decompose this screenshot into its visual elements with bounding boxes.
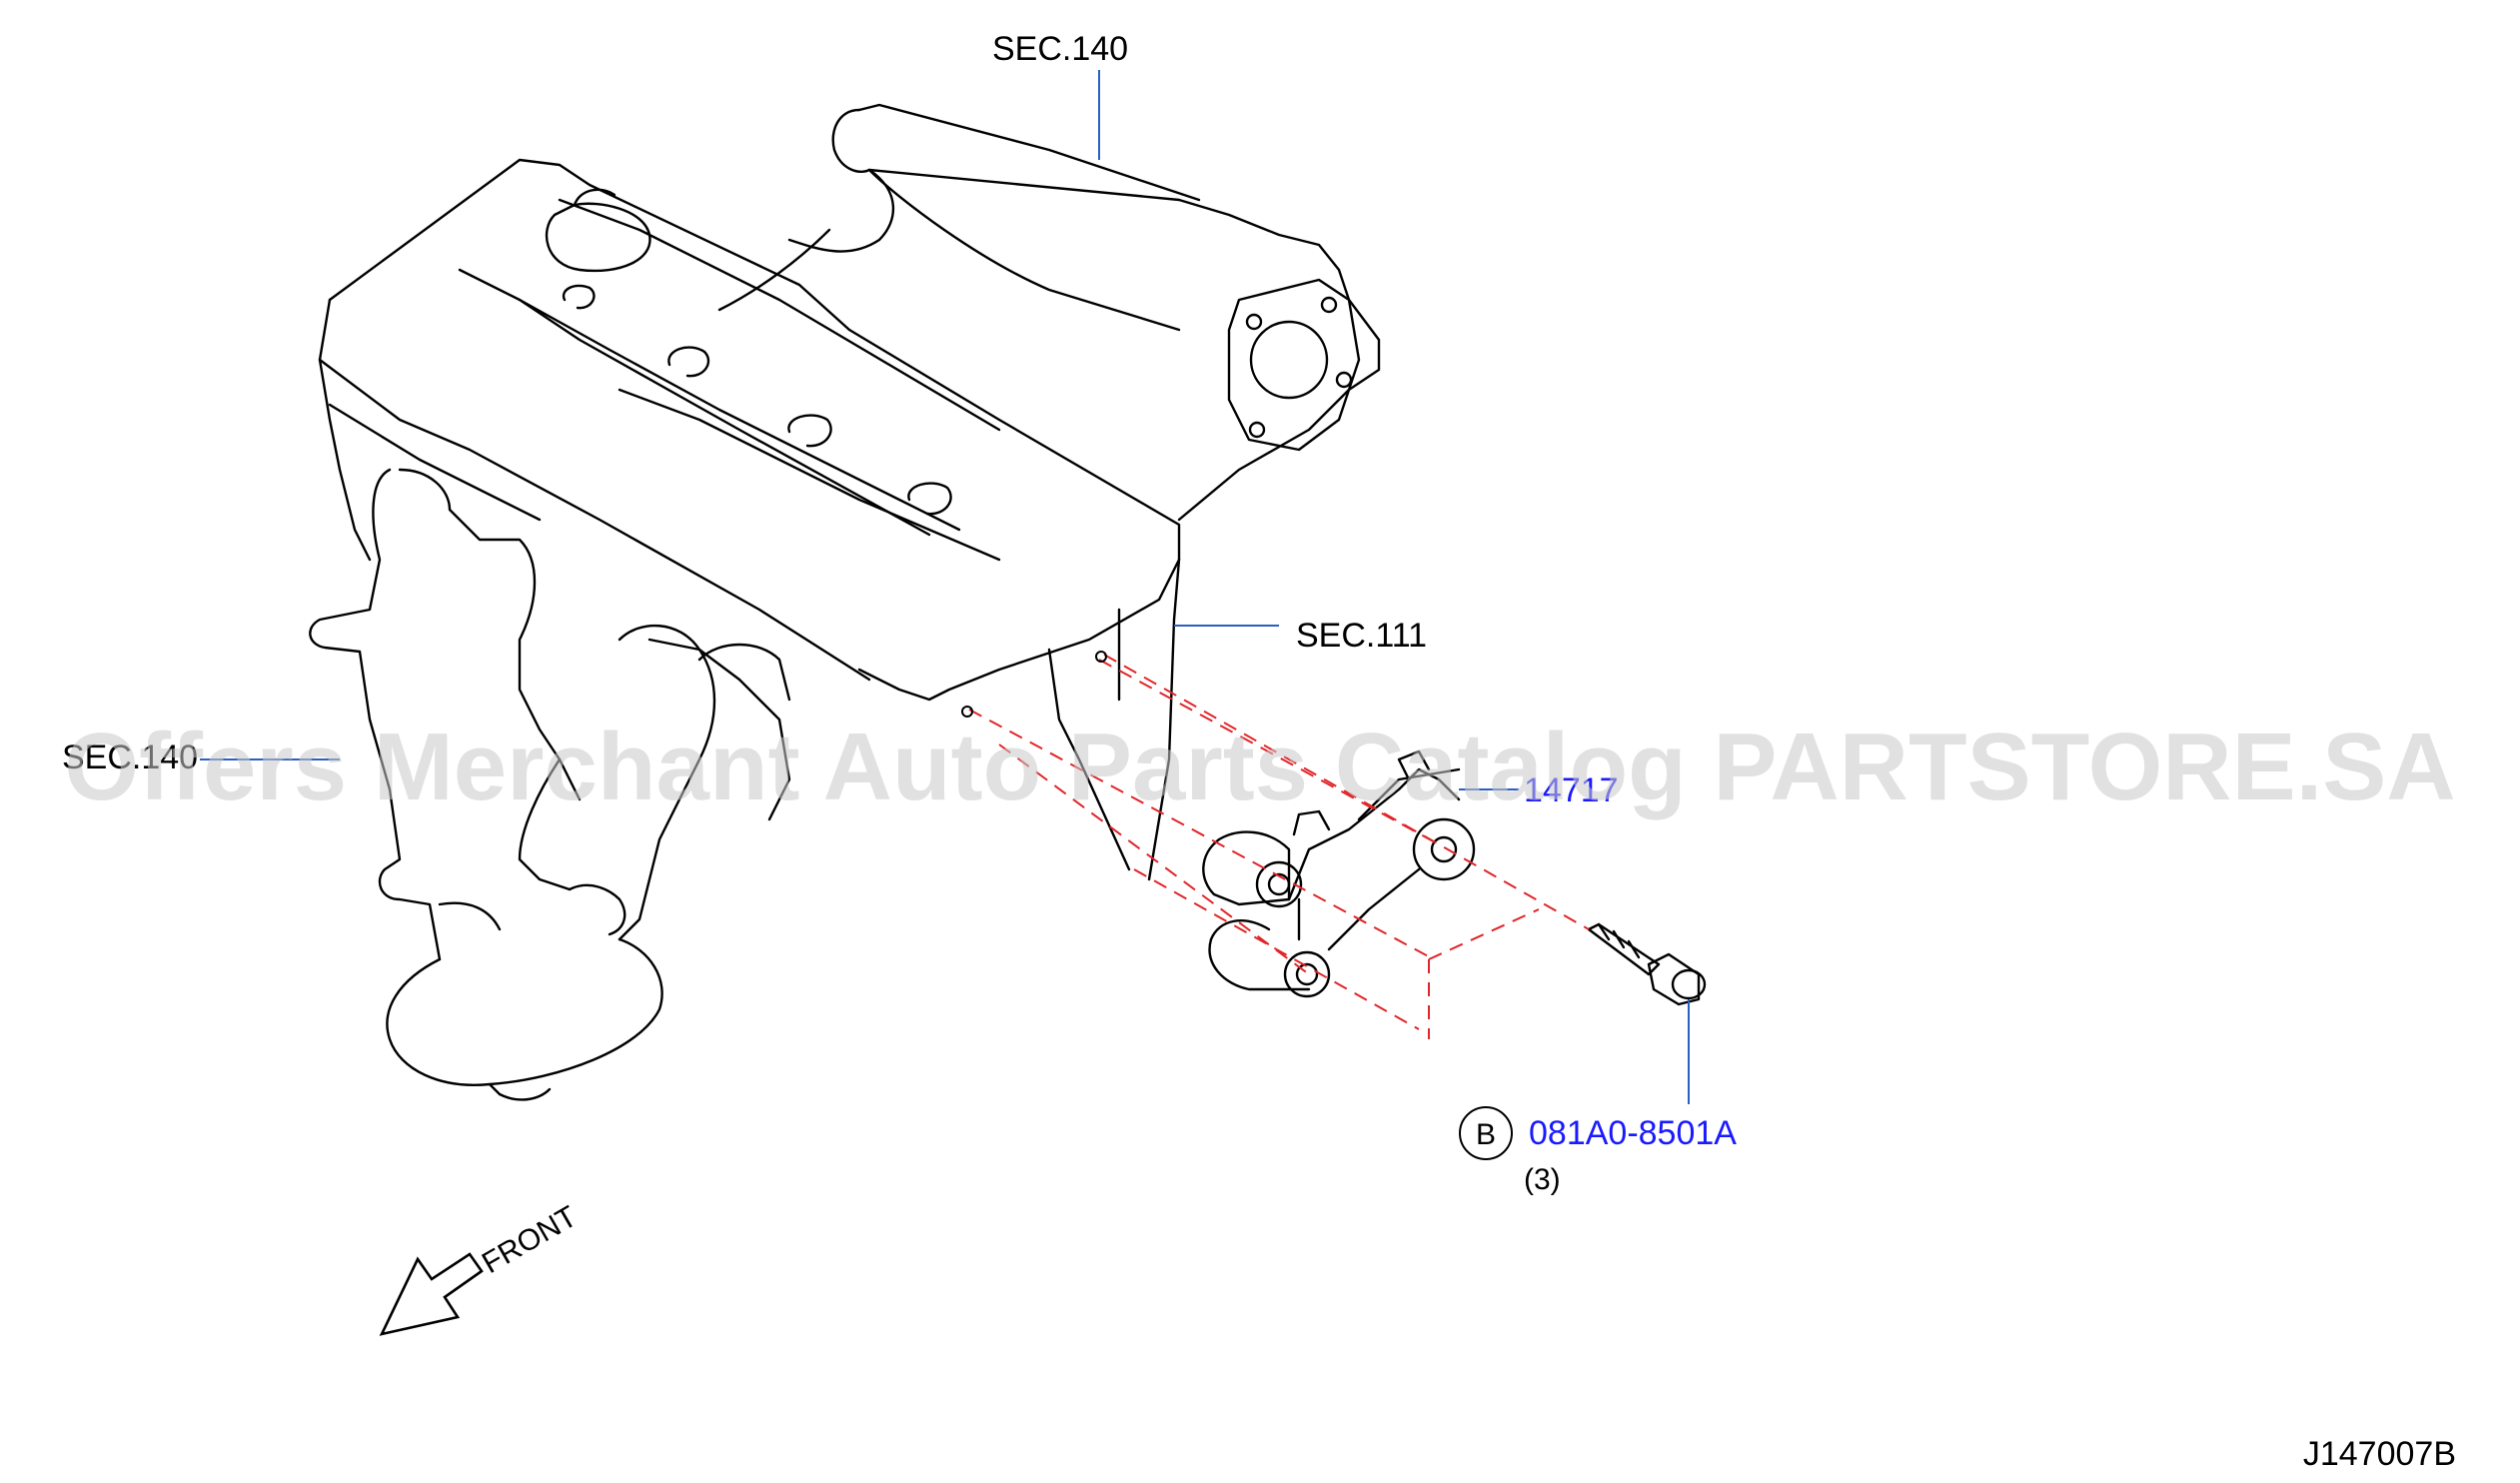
sec-140-left-label[interactable]: SEC.140 xyxy=(62,739,198,776)
sec-111-label[interactable]: SEC.111 xyxy=(1296,617,1427,655)
bolt-quantity: (3) xyxy=(1524,1163,1561,1196)
part-14717-link[interactable]: 14717 xyxy=(1524,771,1619,809)
watermark: Offers Merchant Auto Parts Catalog PARTS… xyxy=(64,714,2455,820)
bracket-14717-drawing xyxy=(1202,749,1476,998)
bolt-ref-marker: B xyxy=(1459,1106,1513,1160)
bolt-ref-circle xyxy=(1459,1106,1513,1160)
leader-lines xyxy=(200,70,1690,1104)
bolt-part-link[interactable]: 081A0-8501A xyxy=(1529,1114,1737,1152)
bolt-drawing xyxy=(1587,922,1707,1006)
front-label: FRONT xyxy=(477,1200,583,1280)
front-arrow-icon xyxy=(379,1252,484,1336)
sec-140-top-label[interactable]: SEC.140 xyxy=(992,30,1128,68)
front-direction-arrow: FRONT xyxy=(379,1200,583,1336)
engine-block-drawing xyxy=(309,103,1381,1101)
bolt-ref-letter: B xyxy=(1476,1118,1496,1151)
drawing-id: J147007B xyxy=(2303,1435,2456,1473)
alignment-lines xyxy=(961,651,1590,1039)
